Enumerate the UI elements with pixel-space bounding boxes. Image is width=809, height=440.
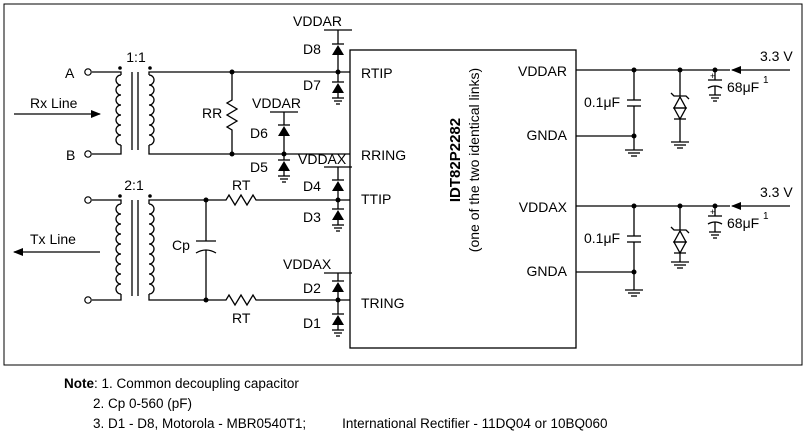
svg-text:+: +: [710, 207, 715, 217]
cap-large-1: 68μF: [727, 79, 759, 95]
note-text-1: : 1. Common decoupling capacitor: [94, 376, 299, 391]
schematic-diagram: RTIP RRING TTIP TRING VDDAR GNDA VDDAX G…: [3, 3, 803, 366]
capacitor-cp: [195, 197, 217, 303]
supply-vddar: +: [576, 66, 790, 157]
tx-transformer: 2:1: [92, 177, 222, 301]
diagram-frame: [3, 3, 803, 366]
chip-subtitle: (one of the two identical links): [466, 68, 482, 252]
supply-voltage-1: 3.3 V: [760, 48, 793, 64]
diodes-rring: [270, 111, 298, 183]
diode-d7-label: D7: [303, 77, 321, 93]
cp-label: Cp: [172, 237, 190, 253]
node-b-label: B: [66, 147, 75, 163]
terminal-b: [84, 150, 92, 158]
node-a-label: A: [65, 65, 75, 81]
rail-vddax-bottom: VDDAX: [283, 256, 332, 272]
tx-terminal-top: [84, 196, 92, 204]
diode-d3-label: D3: [303, 209, 321, 225]
notes-block: Note: 1. Common decoupling capacitor 2. …: [64, 374, 608, 434]
terminal-a: [84, 68, 92, 76]
tx-line-label: Tx Line: [30, 231, 76, 247]
chip-body: [349, 49, 577, 349]
rail-vddar-mid: VDDAR: [252, 95, 301, 111]
resistor-rt-bottom: [222, 293, 350, 307]
cap-small-2: 0.1μF: [584, 230, 620, 246]
svg-text:+: +: [710, 71, 715, 81]
rt-top-label: RT: [232, 177, 251, 193]
tx-ratio: 2:1: [124, 177, 144, 193]
note-line-1: Note: 1. Common decoupling capacitor: [64, 374, 608, 394]
note-line-3: 3. D1 - D8, Motorola - MBR0540T1; Interna…: [64, 414, 608, 434]
pin-rtip: RTIP: [361, 65, 393, 81]
cap-large-2: 68μF: [727, 215, 759, 231]
pin-rring: RRING: [361, 147, 406, 163]
diode-d6-label: D6: [250, 125, 268, 141]
pin-vddar: VDDAR: [518, 63, 567, 79]
pin-gnda-2: GNDA: [527, 263, 568, 279]
rx-line-label: Rx Line: [30, 95, 78, 111]
note-text-3b: International Rectifier - 11DQ04 or 10BQ…: [342, 416, 608, 431]
diodes-rtip: [324, 29, 352, 105]
supply-voltage-2: 3.3 V: [760, 184, 793, 200]
note-line-2: 2. Cp 0-560 (pF): [64, 394, 608, 414]
chip-name: IDT82P2282: [447, 118, 464, 202]
pin-tring: TRING: [361, 295, 405, 311]
cap-note-mark-1: 1: [763, 75, 769, 86]
note-text-3a: 3. D1 - D8, Motorola - MBR0540T1;: [93, 416, 307, 431]
diodes-ttip: [324, 166, 352, 232]
diode-d8-label: D8: [303, 41, 321, 57]
diode-d4-label: D4: [303, 178, 321, 194]
resistor-rt-top: [222, 193, 350, 207]
resistor-rr: [225, 69, 239, 157]
rt-bottom-label: RT: [232, 310, 251, 326]
note-text-2: 2. Cp 0-560 (pF): [93, 396, 193, 411]
rx-transformer: 1:1: [92, 49, 350, 155]
cap-note-mark-2: 1: [763, 211, 769, 222]
diode-d5-label: D5: [250, 159, 268, 175]
diode-d2-label: D2: [303, 280, 321, 296]
supply-vddax: +: [576, 202, 790, 297]
rr-label: RR: [202, 105, 222, 121]
rx-ratio: 1:1: [126, 49, 146, 65]
pin-gnda-1: GNDA: [527, 127, 568, 143]
pin-ttip: TTIP: [361, 191, 391, 207]
note-label: Note: [64, 376, 94, 391]
rail-vddar-top: VDDAR: [293, 13, 342, 29]
rail-vddax-mid: VDDAX: [298, 151, 347, 167]
diode-d1-label: D1: [303, 315, 321, 331]
tx-terminal-bottom: [84, 296, 92, 304]
pin-vddax: VDDAX: [519, 199, 568, 215]
diodes-tring: [324, 272, 352, 337]
cap-small-1: 0.1μF: [584, 94, 620, 110]
